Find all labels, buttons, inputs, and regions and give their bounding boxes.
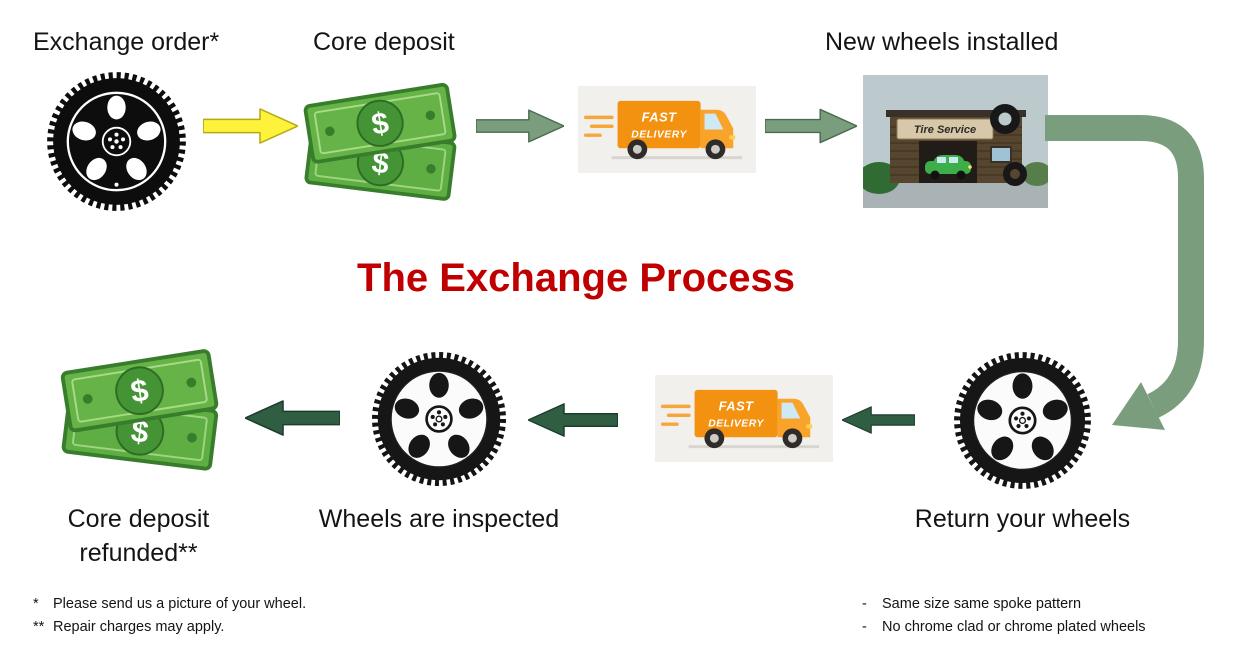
label-return-wheels: Return your wheels: [914, 505, 1131, 533]
footnote-marker: **: [33, 619, 45, 635]
white-wheel-icon: [950, 348, 1095, 493]
footnote-no-chrome: - No chrome clad or chrome plated wheels: [862, 616, 1146, 639]
footnote-picture: * Please send us a picture of your wheel…: [33, 593, 306, 616]
footnote-repair: ** Repair charges may apply.: [33, 616, 306, 639]
footnote-text: Repair charges may apply.: [53, 619, 225, 635]
money-icon: [60, 348, 219, 472]
label-new-wheels-installed: New wheels installed: [825, 28, 1059, 56]
footnote-text: Please send us a picture of your wheel.: [53, 596, 307, 612]
label-refunded-line2: refunded**: [79, 539, 198, 567]
label-refunded-line1: Core deposit: [67, 505, 210, 533]
tire-shop-icon: [863, 75, 1048, 208]
footnote-same-size: - Same size same spoke pattern: [862, 593, 1146, 616]
label-exchange-order: Exchange order*: [33, 28, 220, 56]
dark-green-left-arrow-icon: [842, 406, 915, 434]
black-wheel-icon: [43, 68, 190, 215]
white-wheel-icon: [368, 348, 510, 490]
label-core-deposit: Core deposit: [313, 28, 455, 56]
page-title: The Exchange Process: [357, 256, 795, 300]
footnote-marker: *: [33, 596, 39, 612]
delivery-truck-icon: [655, 375, 833, 462]
footnote-marker: -: [862, 596, 867, 612]
green-arrow-icon: [765, 108, 857, 144]
label-wheels-inspected: Wheels are inspected: [318, 505, 560, 533]
curved-down-arrow-icon: [1045, 115, 1204, 430]
dark-green-left-arrow-icon: [528, 403, 618, 437]
footnote-text: No chrome clad or chrome plated wheels: [882, 619, 1146, 635]
footnotes-right: - Same size same spoke pattern - No chro…: [862, 593, 1146, 639]
dark-green-left-arrow-icon: [245, 400, 340, 436]
footnotes-left: * Please send us a picture of your wheel…: [33, 593, 306, 639]
green-arrow-icon: [476, 109, 564, 143]
footnote-marker: -: [862, 619, 867, 635]
footnote-text: Same size same spoke pattern: [882, 596, 1082, 612]
yellow-arrow-icon: [203, 108, 298, 144]
money-icon: [302, 82, 458, 202]
label-core-deposit-refunded: Core deposit refunded**: [36, 502, 241, 570]
delivery-truck-icon: [578, 86, 756, 173]
